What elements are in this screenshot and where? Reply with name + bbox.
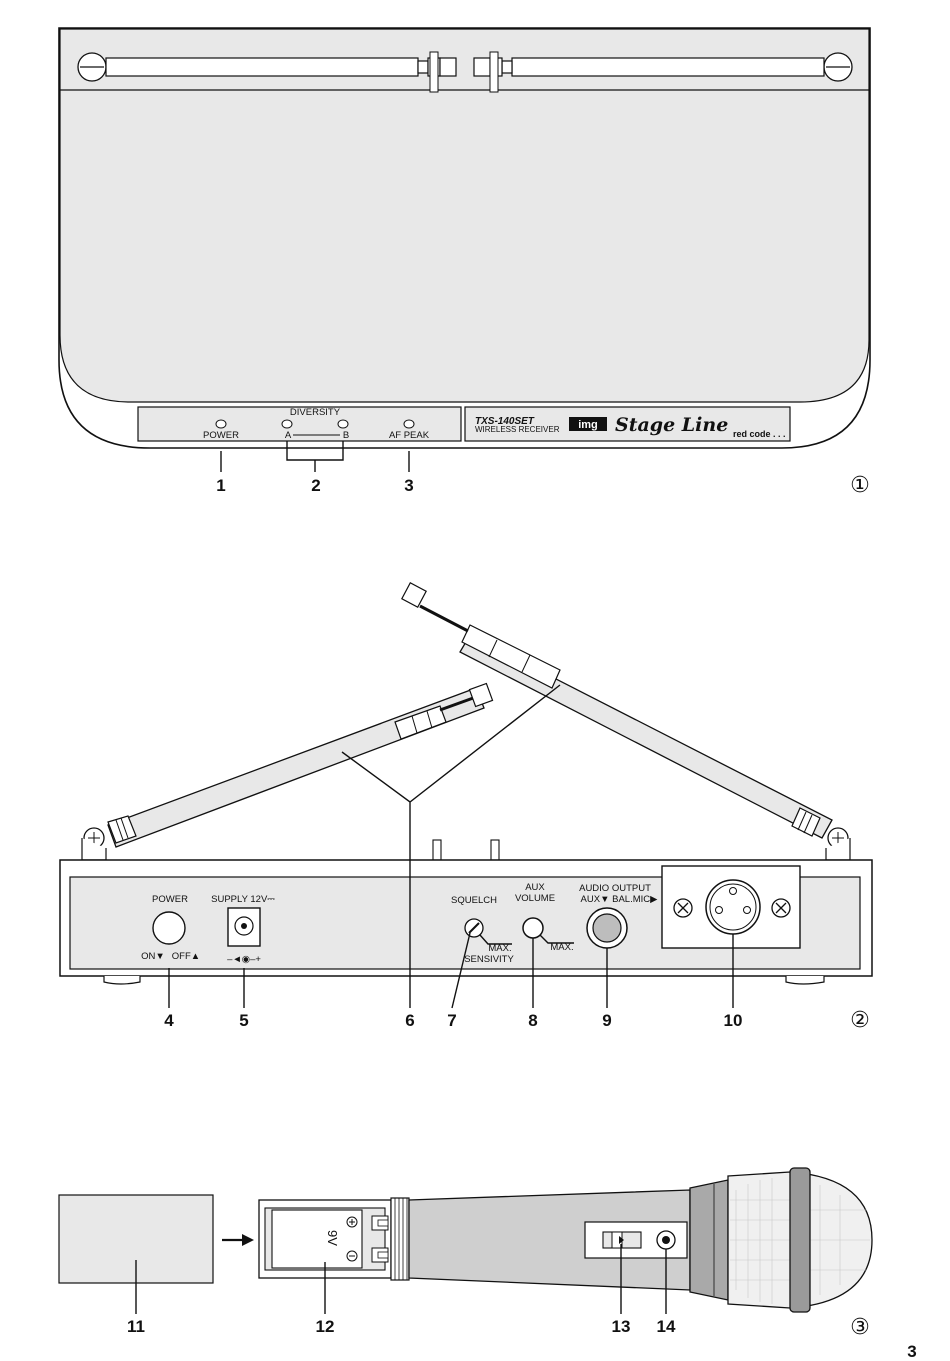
diversity-b-led (337, 419, 349, 429)
diversity-a-label: A (285, 430, 292, 441)
volume-label: VOLUME (515, 893, 555, 904)
power-switch (152, 911, 186, 945)
callout-3: 3 (404, 476, 413, 495)
rear-power-label: POWER (152, 894, 188, 905)
off-label: OFF▲ (172, 951, 200, 962)
callout-12: 12 (316, 1317, 335, 1336)
diversity-label: DIVERSITY (290, 407, 341, 418)
battery-9v (271, 1209, 363, 1269)
af-peak-label: AF PEAK (389, 430, 430, 441)
antenna-right-folded (473, 51, 853, 93)
squelch-max-label: MAX. (488, 943, 511, 954)
arrow-icon (242, 1234, 254, 1246)
callout-1: 1 (216, 476, 225, 495)
grille-band (789, 1167, 811, 1313)
stage-line-logo: Stage Line (615, 414, 728, 436)
audio-output-label: AUDIO OUTPUT (579, 883, 651, 894)
polarity-symbol: –◄◉–+ (227, 954, 261, 965)
on-label: ON▼ (141, 951, 165, 962)
collar (689, 1179, 729, 1301)
img-logo (569, 417, 607, 431)
power-led (215, 419, 227, 429)
callout-14: 14 (657, 1317, 676, 1336)
aux-label: AUX (525, 882, 545, 893)
antenna-right-raised (401, 582, 851, 861)
af-peak-led (403, 419, 415, 429)
volume-max-label: MAX. (550, 942, 573, 953)
figure-number-1: ① (850, 473, 870, 498)
brand-panel (464, 406, 791, 442)
diversity-b-label: B (343, 430, 349, 441)
model-subtitle: WIRELESS RECEIVER (475, 425, 560, 434)
diversity-a-led (281, 419, 293, 429)
power-led-label: POWER (203, 430, 239, 441)
callout-8: 8 (528, 1011, 537, 1030)
squelch-label: SQUELCH (451, 895, 497, 906)
callout-9: 9 (602, 1011, 611, 1030)
callout-13: 13 (612, 1317, 631, 1336)
receiver-rear-view: POWER ON▼ OFF▲ SUPPLY 12V⎓ –◄◉–+ SQUELCH… (59, 582, 873, 1009)
model-name: TXS-140SET (475, 416, 535, 427)
callout-6: 6 (405, 1011, 414, 1030)
thread-ring (390, 1197, 410, 1281)
aux-bal-label: AUX▼ BAL.MIC▶ (581, 894, 659, 905)
callout-5: 5 (239, 1011, 248, 1030)
red-code-label: red code . . . (733, 429, 786, 439)
sensivity-label: SENSIVITY (464, 954, 514, 965)
antenna-left-folded (77, 51, 457, 93)
figure-number-3: ③ (850, 1315, 870, 1340)
img-logo-text: img (578, 419, 598, 431)
battery-voltage-label: 9V (325, 1230, 340, 1246)
figure-number-2: ② (850, 1008, 870, 1033)
supply-label: SUPPLY 12V⎓ (211, 894, 275, 905)
antenna-left-raised (81, 682, 494, 861)
callout-10: 10 (724, 1011, 743, 1030)
page-number: 3 (907, 1342, 916, 1361)
callout-4: 4 (164, 1011, 174, 1030)
callout-11: 11 (127, 1317, 145, 1336)
receiver-front-view: POWER DIVERSITY A B AF PEAK TXS-140SET W… (58, 27, 871, 472)
callout-7: 7 (447, 1011, 456, 1030)
callout-2: 2 (311, 476, 320, 495)
microphone-view: 9V (58, 1167, 873, 1314)
